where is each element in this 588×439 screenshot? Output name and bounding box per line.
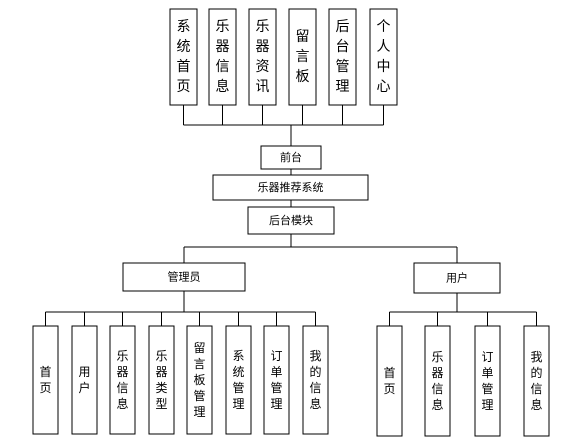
connector-lines (45, 105, 537, 326)
frontend-module-1-label: 乐器信息 (216, 19, 230, 95)
user-module-1-label: 乐器信息 (431, 350, 443, 412)
admin-module-1: 用户 (71, 325, 98, 435)
user-box: 用户 (413, 262, 501, 294)
node-box (474, 325, 501, 437)
backend-box: 后台模块 (247, 206, 335, 235)
frontend-box: 前台 (260, 145, 322, 170)
node-box (328, 8, 357, 106)
node-box (208, 8, 237, 106)
admin-module-3: 乐器类型 (148, 325, 175, 435)
admin-module-0-label: 首页 (39, 365, 51, 395)
frontend-module-4-label: 后台管理 (336, 19, 350, 95)
frontend-module-3: 留言板 (288, 8, 317, 106)
admin-module-2-label: 乐器信息 (116, 349, 128, 411)
frontend-module-5: 个人中心 (369, 8, 398, 106)
node-box (109, 325, 136, 435)
node-box (225, 325, 252, 435)
node-box (413, 262, 501, 294)
frontend-module-3-label: 留言板 (296, 29, 310, 85)
node-box (32, 325, 59, 435)
admin-module-1-label: 用户 (78, 365, 90, 395)
node-box (302, 325, 329, 435)
node-box (248, 8, 277, 106)
frontend-module-5-label: 个人中心 (377, 19, 391, 95)
node-box (148, 325, 175, 435)
admin-module-6: 订单管理 (263, 325, 290, 435)
node-box (247, 206, 335, 235)
node-box (122, 262, 246, 292)
admin-module-7-label: 我的信息 (309, 349, 321, 411)
node-box (212, 174, 369, 201)
user-module-2-label: 订单管理 (481, 350, 493, 412)
frontend-box-label: 前台 (280, 150, 302, 164)
system-box-label: 乐器推荐系统 (258, 180, 324, 194)
node-box (288, 8, 317, 106)
frontend-module-4: 后台管理 (328, 8, 357, 106)
admin-module-5-label: 系统管理 (232, 349, 244, 411)
admin-module-0: 首页 (32, 325, 59, 435)
frontend-module-0-label: 系统首页 (177, 19, 191, 95)
node-box (71, 325, 98, 435)
admin-module-4: 留言板管理 (186, 325, 213, 435)
node-box (369, 8, 398, 106)
user-module-3-label: 我的信息 (530, 350, 542, 412)
diagram-nodes: 系统首页乐器信息乐器资讯留言板后台管理个人中心前台乐器推荐系统后台模块管理员用户… (32, 8, 550, 437)
node-box (169, 8, 198, 106)
user-module-1: 乐器信息 (424, 325, 451, 437)
user-module-0: 首页 (376, 325, 403, 437)
node-box (376, 325, 403, 437)
user-module-2: 订单管理 (474, 325, 501, 437)
node-box (263, 325, 290, 435)
node-box (260, 145, 322, 170)
admin-module-7: 我的信息 (302, 325, 329, 435)
node-box (186, 325, 213, 435)
frontend-module-0: 系统首页 (169, 8, 198, 106)
frontend-module-2: 乐器资讯 (248, 8, 277, 106)
admin-module-3-label: 乐器类型 (155, 349, 167, 411)
system-box: 乐器推荐系统 (212, 174, 369, 201)
user-box-label: 用户 (446, 271, 468, 285)
frontend-module-2-label: 乐器资讯 (256, 19, 270, 95)
backend-box-label: 后台模块 (269, 213, 313, 227)
admin-box: 管理员 (122, 262, 246, 292)
node-box (523, 325, 550, 437)
admin-module-2: 乐器信息 (109, 325, 136, 435)
user-module-3: 我的信息 (523, 325, 550, 437)
admin-module-5: 系统管理 (225, 325, 252, 435)
frontend-module-1: 乐器信息 (208, 8, 237, 106)
user-module-0-label: 首页 (383, 366, 395, 396)
node-box (424, 325, 451, 437)
admin-module-6-label: 订单管理 (270, 349, 282, 411)
admin-box-label: 管理员 (168, 270, 201, 284)
admin-module-4-label: 留言板管理 (193, 341, 205, 419)
